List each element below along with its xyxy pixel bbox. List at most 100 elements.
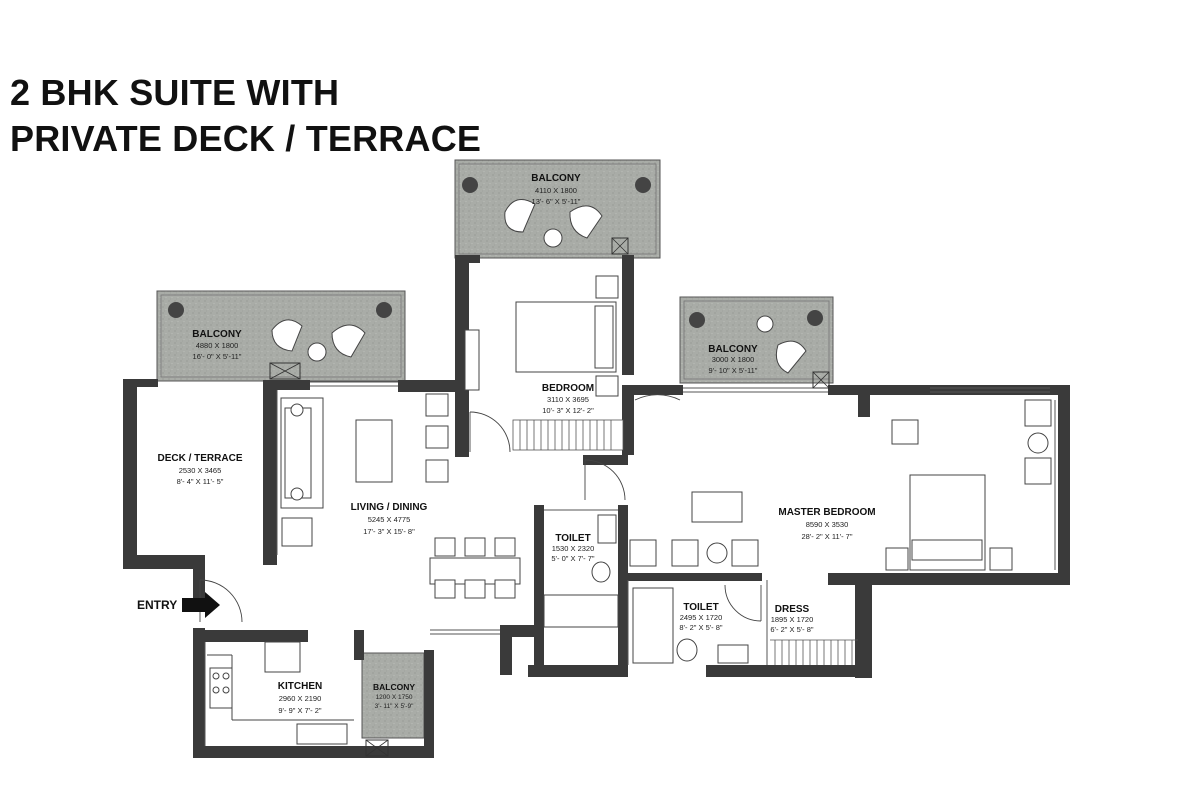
room-dim-mm: 1530 X 2320 <box>552 544 595 553</box>
room-dim-ft: 5'- 0" X 7'- 7" <box>551 554 595 563</box>
shaft-crosses <box>269 237 830 757</box>
room-toilet-1: TOILET 1530 X 2320 5'- 0" X 7'- 7" <box>551 533 595 563</box>
door-swings <box>199 394 762 623</box>
room-bedroom: BEDROOM 3110 X 3695 10'- 3" X 12'- 2" <box>542 383 594 415</box>
chair <box>1024 457 1052 485</box>
thin-walls <box>204 237 1056 757</box>
fridge <box>264 641 301 673</box>
room-dim-ft: 17'- 3" X 15'- 8" <box>363 527 415 536</box>
wc <box>591 561 611 583</box>
room-toilet-2: TOILET 2495 X 1720 8'- 2" X 5'- 8" <box>679 602 723 632</box>
room-living: LIVING / DINING 5245 X 4775 17'- 3" X 15… <box>351 502 428 536</box>
room-dim-mm: 4110 X 1800 <box>535 186 577 195</box>
side-table <box>706 542 728 564</box>
chair <box>425 425 449 449</box>
room-name: BALCONY <box>708 344 758 355</box>
furniture <box>209 199 1052 745</box>
wash-basin <box>597 514 617 544</box>
room-dim-ft: 9'- 10" X 5'-11" <box>709 366 758 375</box>
balcony-chair <box>504 199 536 233</box>
entry-label: ENTRY <box>137 598 177 612</box>
room-dim-ft: 13'- 6" X 5'-11" <box>532 197 581 206</box>
room-dim-mm: 8590 X 3530 <box>806 520 849 529</box>
room-deck: DECK / TERRACE 2530 X 3465 8'- 4" X 11'-… <box>157 453 242 486</box>
room-dim-ft: 8'- 2" X 5'- 8" <box>679 623 723 632</box>
plant-icons <box>168 177 823 328</box>
wash-basin <box>717 644 749 664</box>
room-dim-ft: 16'- 0" X 5'-11" <box>193 352 242 361</box>
room-dim-ft: 28'- 2" X 11'- 7" <box>802 532 853 541</box>
room-name: DECK / TERRACE <box>157 453 242 464</box>
room-dim-mm: 2530 X 3465 <box>179 466 222 475</box>
dining-chair <box>434 537 456 557</box>
balcony-chair <box>775 340 807 374</box>
plant-icon <box>462 177 478 193</box>
balcony-table <box>756 315 774 333</box>
plant-icon <box>376 302 392 318</box>
chair <box>731 539 759 567</box>
cushion <box>290 487 304 501</box>
dining-chair <box>464 579 486 599</box>
side-table <box>885 547 909 571</box>
balcony-small-area <box>361 652 425 739</box>
wc <box>676 638 698 662</box>
plant-icon <box>689 312 705 328</box>
master-bed <box>909 474 986 571</box>
bed <box>515 301 617 373</box>
balcony-right-area <box>679 296 834 384</box>
chair <box>425 393 449 417</box>
room-name: KITCHEN <box>278 681 322 692</box>
chair <box>671 539 699 567</box>
room-dim-ft: 3'- 11" X 5'-9" <box>375 703 414 710</box>
sink <box>296 723 348 745</box>
room-name: BALCONY <box>192 329 242 340</box>
balcony-table <box>543 228 563 248</box>
title-line-2: PRIVATE DECK / TERRACE <box>10 118 482 159</box>
room-dim-mm: 2495 X 1720 <box>680 613 723 622</box>
coffee-table <box>355 419 393 483</box>
room-name: TOILET <box>683 602 718 613</box>
room-dim-mm: 1200 X 1750 <box>376 694 413 701</box>
room-name: DRESS <box>775 604 810 615</box>
dress-hatch <box>770 639 858 665</box>
chair <box>425 459 449 483</box>
room-dim-mm: 3110 X 3695 <box>547 395 589 404</box>
room-name: BALCONY <box>531 173 581 184</box>
room-balcony-top: BALCONY 4110 X 1800 13'- 6" X 5'-11" <box>531 173 581 206</box>
side-table <box>595 275 619 299</box>
side-table <box>595 375 619 397</box>
dining-chair <box>494 537 516 557</box>
room-name: BEDROOM <box>542 383 594 394</box>
room-balcony-left: BALCONY 4880 X 1800 16'- 0" X 5'-11" <box>192 329 242 361</box>
balcony-table <box>307 342 327 362</box>
chair <box>891 419 919 445</box>
room-dim-ft: 10'- 3" X 12'- 2" <box>542 406 594 415</box>
room-dim-mm: 3000 X 1800 <box>712 355 755 364</box>
page-title: 2 BHK SUITE WITH PRIVATE DECK / TERRACE <box>10 70 481 162</box>
room-name: MASTER BEDROOM <box>778 507 875 518</box>
chair <box>1024 399 1052 427</box>
cushion <box>290 403 304 417</box>
dining-chair <box>434 579 456 599</box>
shower <box>632 587 674 664</box>
room-master-bedroom: MASTER BEDROOM 8590 X 3530 28'- 2" X 11'… <box>778 507 875 541</box>
chair <box>629 539 657 567</box>
walls <box>123 255 1070 758</box>
room-dress: DRESS 1895 X 1720 6'- 2" X 5'- 8" <box>770 604 814 634</box>
dining-chair <box>464 537 486 557</box>
room-dim-mm: 2960 X 2190 <box>279 694 322 703</box>
room-dim-mm: 1895 X 1720 <box>771 615 814 624</box>
kitchen-counter <box>207 654 354 721</box>
wardrobe <box>464 329 480 391</box>
shower <box>543 594 619 628</box>
balcony-chair <box>271 319 303 352</box>
study-desk <box>691 491 743 523</box>
armchair <box>281 517 313 547</box>
room-kitchen: KITCHEN 2960 X 2190 9'- 9" X 7'- 2" <box>278 681 322 715</box>
side-table <box>1027 432 1049 454</box>
room-dim-ft: 6'- 2" X 5'- 8" <box>770 625 814 634</box>
room-balcony-right: BALCONY 3000 X 1800 9'- 10" X 5'-11" <box>708 344 758 375</box>
room-dim-ft: 9'- 9" X 7'- 2" <box>278 706 322 715</box>
room-dim-mm: 4880 X 1800 <box>196 341 239 350</box>
